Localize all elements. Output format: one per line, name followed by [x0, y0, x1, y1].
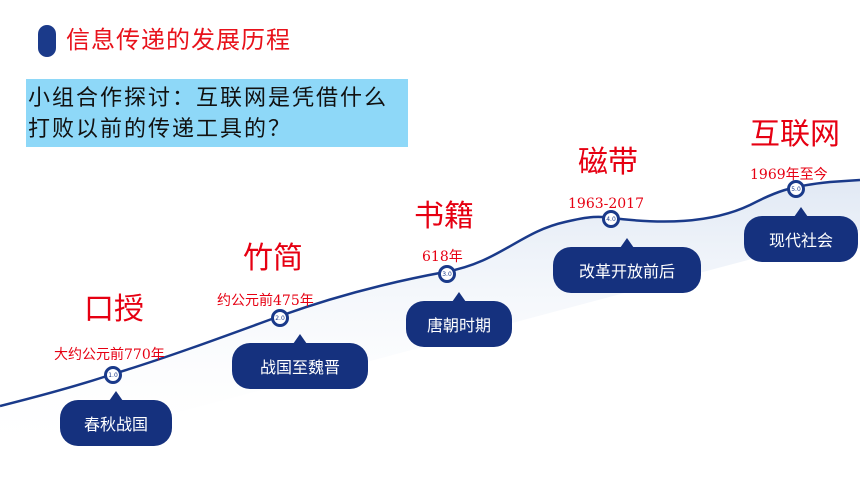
- stage-3-name: 书籍: [414, 199, 474, 234]
- stage-5-period: 现代社会: [744, 207, 858, 262]
- stage-3-node: 3.0: [438, 265, 456, 283]
- stage-1-period: 春秋战国: [60, 391, 172, 446]
- stage-4-date: 1963-2017: [568, 196, 644, 212]
- stage-3-period: 唐朝时期: [406, 292, 512, 347]
- stage-2-name: 竹简: [243, 241, 303, 276]
- stage-5-name: 互联网: [750, 117, 840, 152]
- stage-2-date: 约公元前475年: [217, 293, 314, 309]
- stage-3-date: 618年: [422, 249, 463, 265]
- question-text: 小组合作探讨：互联网是凭借什么打败以前的传递工具的？: [28, 86, 389, 142]
- stage-5-date: 1969年至今: [750, 167, 828, 183]
- stage-2-node: 2.0: [271, 309, 289, 327]
- stage-1-node: 1.0: [104, 366, 122, 384]
- page-title: 信息传递的发展历程: [66, 26, 291, 54]
- stage-4-node: 4.0: [602, 210, 620, 228]
- stage-2-period: 战国至魏晋: [232, 334, 368, 389]
- stage-5-node: 5.0: [787, 180, 805, 198]
- stage-1-name: 口授: [84, 292, 144, 327]
- stage-4-name: 磁带: [578, 145, 638, 180]
- question-box: [26, 79, 408, 147]
- title-marker: [38, 25, 56, 57]
- stage-1-date: 大约公元前770年: [54, 347, 165, 363]
- stage-4-period: 改革开放前后: [553, 238, 701, 293]
